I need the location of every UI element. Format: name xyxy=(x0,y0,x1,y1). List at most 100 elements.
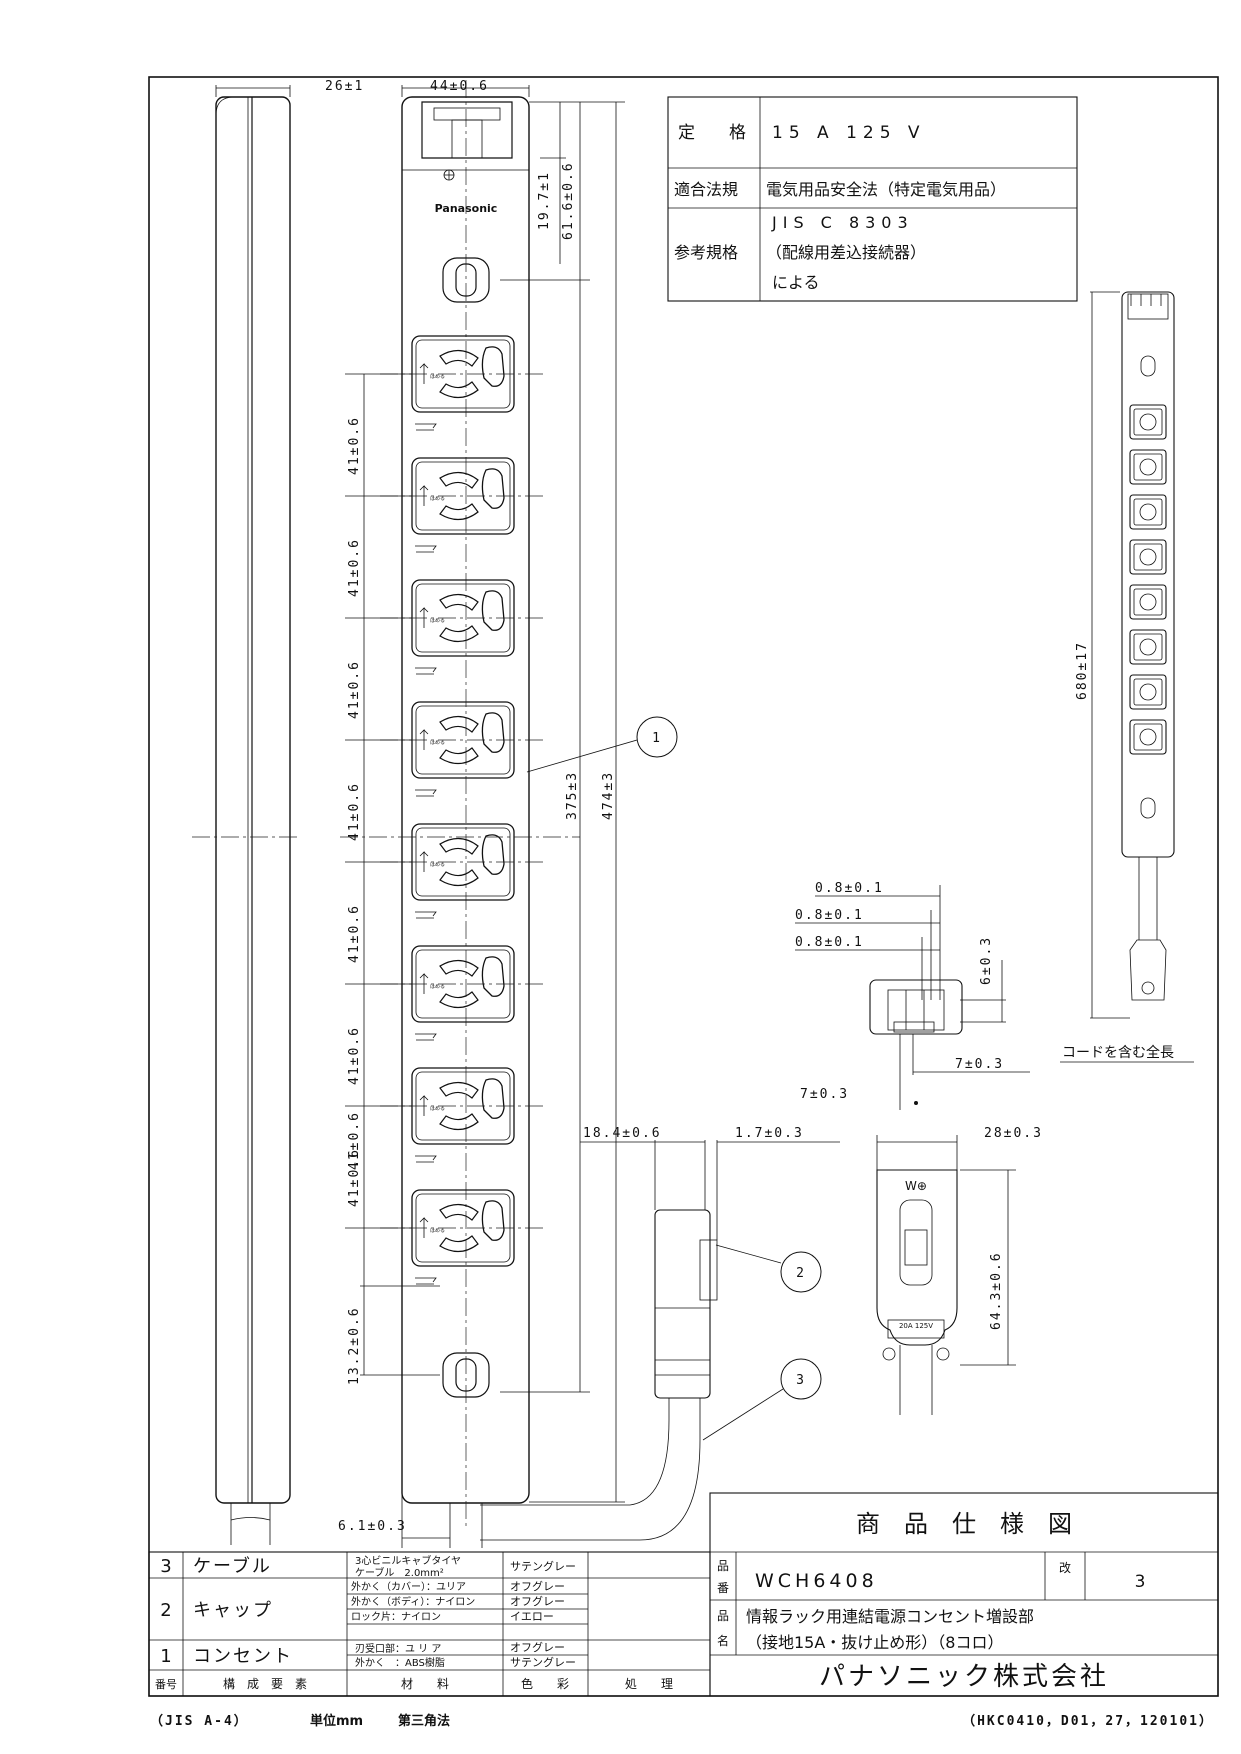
mini-outlet-7 xyxy=(1129,674,1167,710)
spec-rating-label: 定 格 xyxy=(678,123,746,143)
bom-row2-mat1: 外かく（カバー）：ユリア xyxy=(351,1581,466,1593)
pitch-dim-7: 41±0.6 xyxy=(347,1148,362,1207)
bom-header-no: 番号 xyxy=(155,1678,177,1691)
outlet-8: はめる xyxy=(345,1189,545,1285)
pitch-dim-5: 41±0.6 xyxy=(347,904,362,963)
outlet-1: はめる xyxy=(345,335,545,431)
outlet-lock-label-3: はめる xyxy=(430,618,445,624)
company-name: パナソニック株式会社 xyxy=(819,1662,1109,1692)
pitch-dim-last: 41±0.6 xyxy=(347,1111,362,1170)
plug-dim-64-3: 64.3±0.6 xyxy=(989,1251,1004,1330)
outlet-2: はめる xyxy=(345,457,545,553)
overall-view: 680±17 コードを含む全長 xyxy=(1060,291,1194,1063)
part-number: WCH6408 xyxy=(755,1570,878,1592)
cap-dim-18-4: 18.4±0.6 xyxy=(583,1126,662,1141)
svg-text:1: 1 xyxy=(652,731,662,746)
bom-row1-name: コンセント xyxy=(193,1646,293,1667)
svg-text:3: 3 xyxy=(796,1373,806,1388)
part-label-2: 番 xyxy=(717,1581,729,1595)
front-bottom-dims: 13.2±0.6 6.1±0.3 xyxy=(338,1285,450,1539)
bom-row1-mat2: 外かく ：ABS樹脂 xyxy=(355,1656,445,1669)
mini-outlet-8 xyxy=(1129,719,1167,755)
side-view: 26±1 xyxy=(192,79,364,1545)
footer: （JIS A-4） 単位mm 第三角法 （HKC0410，D01，27，1201… xyxy=(150,1713,1214,1729)
conn-dim-7b: 7±0.3 xyxy=(800,1087,849,1102)
cap-side-view: 18.4±0.6 1.7±0.3 xyxy=(480,1126,840,1541)
mini-outlet-6 xyxy=(1129,629,1167,665)
bom-header-material: 材 料 xyxy=(401,1677,449,1691)
plug-mark: W⊕ xyxy=(905,1179,927,1193)
rev-label: 改 xyxy=(1059,1561,1071,1575)
bom-row2-no: 2 xyxy=(160,1600,171,1621)
side-depth-dim: 26±1 xyxy=(325,79,364,94)
mini-outlet-2 xyxy=(1129,449,1167,485)
spec-law-value: 電気用品安全法（特定電気用品） xyxy=(766,180,1006,199)
dim-6-1: 6.1±0.3 xyxy=(338,1519,407,1534)
conn-dim-a: 0.8±0.1 xyxy=(815,881,884,896)
bom-table: 3 ケーブル 3心ビニルキャブタイヤ ケーブル 2.0mm² サテングレー 2 … xyxy=(148,1551,711,1697)
pitch-dim-1: 41±0.6 xyxy=(347,416,362,475)
spec-std-line1: JIS C 8303 xyxy=(771,213,914,232)
bom-header-treatment: 処 理 xyxy=(625,1677,673,1691)
spec-rating-value: 15 A 125 V xyxy=(772,123,926,143)
spec-table: 定 格 15 A 125 V 適合法規 電気用品安全法（特定電気用品） 参考規格… xyxy=(667,96,1078,302)
callout-1: 1 xyxy=(526,716,678,773)
front-width-dim: 44±0.6 xyxy=(430,79,489,94)
dim-474: 474±3 xyxy=(601,771,616,820)
svg-text:2: 2 xyxy=(796,1266,806,1281)
cap-dim-1-7: 1.7±0.3 xyxy=(735,1126,804,1141)
dim-375: 375±3 xyxy=(565,771,580,820)
bom-row2-color1: オフグレー xyxy=(510,1579,565,1593)
cord-caption: コードを含む全長 xyxy=(1062,1044,1174,1061)
spec-std-label: 参考規格 xyxy=(674,243,738,262)
mini-outlet-4 xyxy=(1129,539,1167,575)
conn-dim-c: 0.8±0.1 xyxy=(795,935,864,950)
outlet-lock-label-5: はめる xyxy=(430,862,445,868)
bom-row2-color3: イエロー xyxy=(510,1610,554,1623)
pitch-dim-3: 41±0.6 xyxy=(347,660,362,719)
pitch-dim-6: 41±0.6 xyxy=(347,1026,362,1085)
bom-row1-no: 1 xyxy=(160,1646,171,1667)
bom-row2-mat3: ロック片：ナイロン xyxy=(351,1610,441,1623)
name-label-1: 品 xyxy=(717,1609,729,1623)
plug-dim-28: 28±0.3 xyxy=(984,1126,1043,1141)
bom-header-color: 色 彩 xyxy=(521,1677,569,1691)
plug-view: W⊕ 20A 125V 28±0.3 64.3±0.6 xyxy=(876,1126,1043,1415)
product-name-line2: （接地15A・抜け止め形）（8コロ） xyxy=(746,1633,1004,1652)
title-block: 商 品 仕 様 図 品 番 WCH6408 改 3 品 名 情報ラック用連結電源… xyxy=(709,1492,1219,1697)
bom-row1-color2: サテングレー xyxy=(510,1655,576,1669)
product-name-line1: 情報ラック用連結電源コンセント増設部 xyxy=(746,1607,1034,1626)
front-right-dims: 19.7±1 61.6±0.6 375±3 474±3 xyxy=(500,101,625,1503)
spec-std-line3: による xyxy=(772,273,820,292)
outlet-lock-label-2: はめる xyxy=(430,496,445,502)
footer-code: （HKC0410，D01，27，120101） xyxy=(962,1713,1214,1729)
outlet-lock-label-7: はめる xyxy=(430,1106,445,1112)
name-label-2: 名 xyxy=(717,1633,729,1648)
connector-detail: 0.8±0.1 0.8±0.1 0.8±0.1 6±0.3 7±0.3 7±0.… xyxy=(795,881,1030,1110)
pitch-dim-4: 41±0.6 xyxy=(347,782,362,841)
outlet-3: はめる xyxy=(345,579,545,675)
spec-law-label: 適合法規 xyxy=(674,180,738,199)
conn-dim-b: 0.8±0.1 xyxy=(795,908,864,923)
cord-length-dim: 680±17 xyxy=(1075,641,1090,700)
outlet-lock-label-1: はめる xyxy=(430,374,445,380)
bom-row3-color: サテングレー xyxy=(510,1559,576,1573)
spec-std-line2: （配線用差込接続器） xyxy=(766,243,926,262)
part-label-1: 品 xyxy=(717,1559,729,1573)
bom-row3-name: ケーブル xyxy=(193,1555,272,1577)
footer-unit: 単位mm xyxy=(310,1713,363,1729)
bom-row1-color1: オフグレー xyxy=(510,1640,565,1654)
bom-row2-mat2: 外かく（ボディ）：ナイロン xyxy=(351,1595,475,1608)
bom-row2-color2: オフグレー xyxy=(510,1594,565,1608)
mini-outlet-3 xyxy=(1129,494,1167,530)
rev-number: 3 xyxy=(1135,1572,1146,1592)
pitch-dimensions: 41±0.641±0.641±0.641±0.641±0.641±0.641±0… xyxy=(347,374,365,1286)
outlet-lock-label-8: はめる xyxy=(430,1228,445,1234)
bom-row3-no: 3 xyxy=(160,1556,171,1577)
brand-logo: Panasonic xyxy=(435,202,498,215)
bom-row2-name: キャップ xyxy=(193,1600,273,1621)
title-text: 商 品 仕 様 図 xyxy=(856,1510,1072,1538)
bom-row3-mat1: 3心ビニルキャブタイヤ xyxy=(355,1554,461,1567)
outlet-lock-label-6: はめる xyxy=(430,984,445,990)
